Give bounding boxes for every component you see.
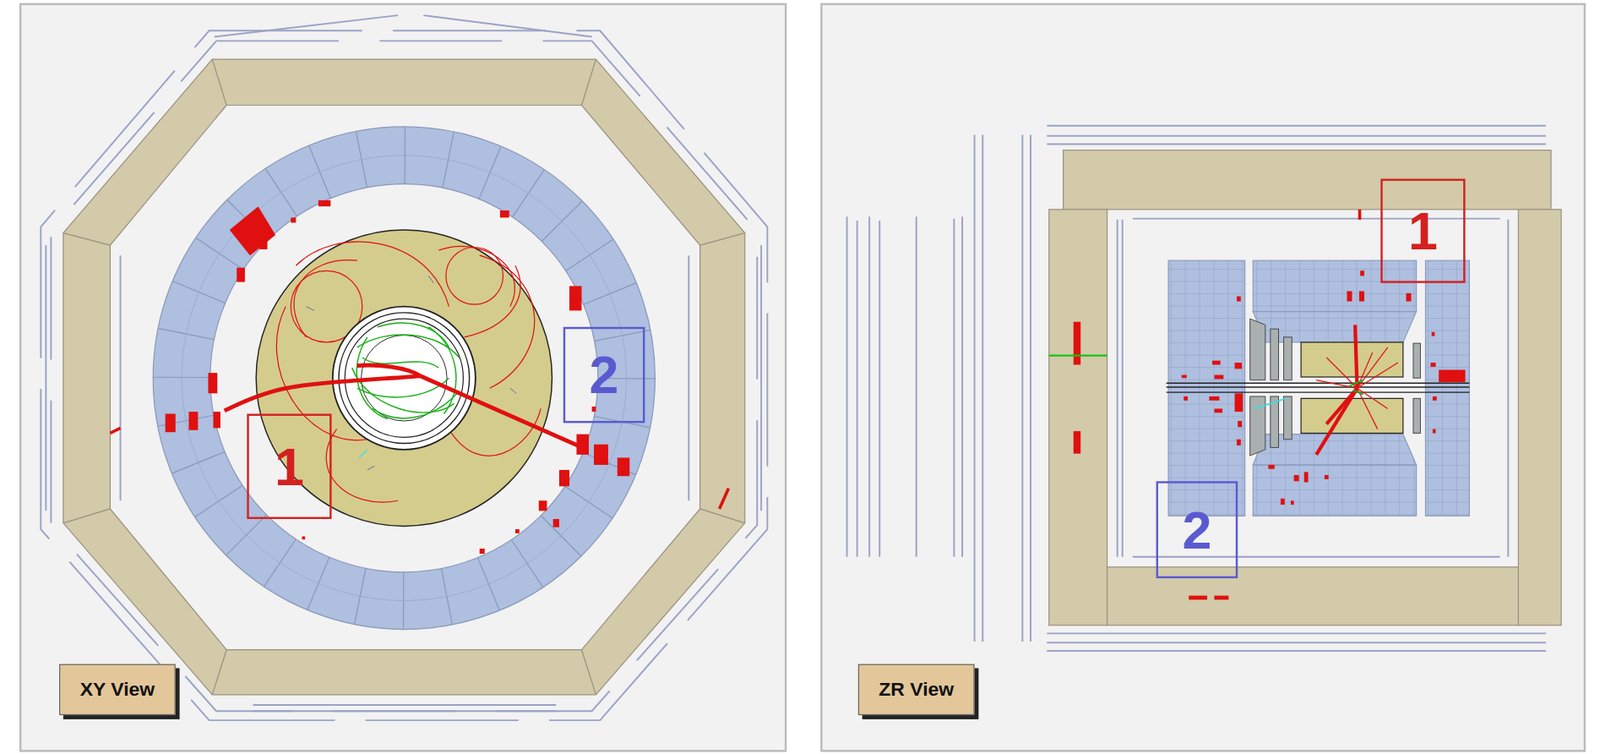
callout-number: 2 (589, 343, 620, 406)
view-label: ZR View (858, 663, 975, 715)
callout-number: 1 (1408, 200, 1438, 262)
callout-box: 2 (1156, 480, 1239, 578)
callout-number: 2 (1181, 498, 1212, 561)
view-name: ZR View (878, 678, 954, 702)
callout-number: 1 (274, 435, 305, 497)
callout-box: 1 (1380, 179, 1465, 283)
callout-box: 1 (246, 413, 332, 519)
callout-box: 2 (563, 326, 646, 424)
view-label: XY View (59, 663, 176, 715)
view-name: XY View (80, 678, 155, 702)
